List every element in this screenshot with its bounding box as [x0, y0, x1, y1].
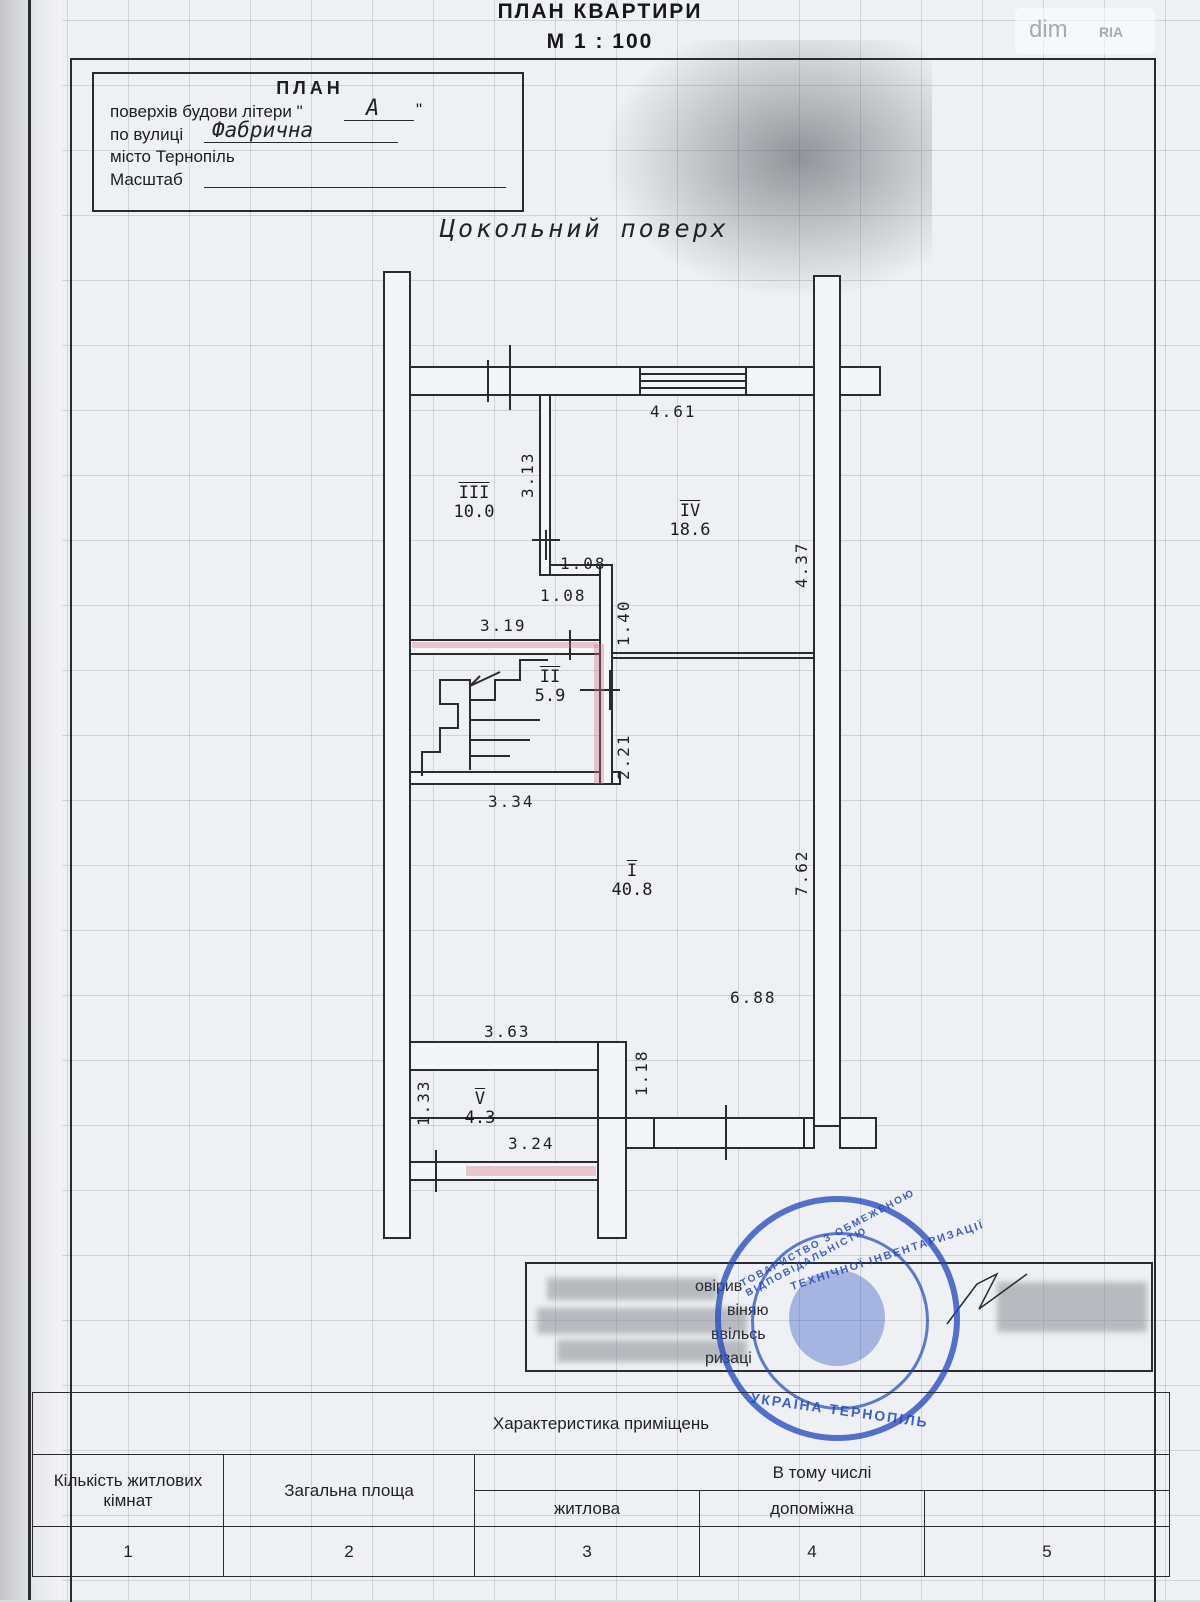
dim-corridor-height: 1.18: [632, 1049, 651, 1096]
stamp-line1-underline: [344, 120, 414, 121]
redacted-2: [537, 1308, 747, 1334]
lower-partition: [409, 1041, 625, 1071]
binder-edge: [0, 0, 62, 1600]
room-4-area: 18.6: [669, 520, 711, 540]
binder-spine: [28, 0, 31, 1600]
dim-stair-height: 2.21: [614, 733, 633, 780]
floor-title: Цокольний поверх: [440, 214, 729, 243]
room5-bottom-wall: [409, 1161, 599, 1181]
dim-stair-gap: 1.40: [614, 599, 633, 646]
room-1-area: 40.8: [611, 880, 653, 900]
col-incl: В тому числі: [474, 1454, 1170, 1491]
dim-room5-width: 3.24: [508, 1134, 555, 1153]
bottom-wall: [625, 1117, 815, 1149]
room-4-id: IV: [679, 501, 701, 521]
col-aux: допоміжна: [699, 1490, 925, 1527]
characteristics-table: Характеристика приміщень Кількість житло…: [32, 1392, 1170, 1577]
dim-room4-height: 4.37: [792, 541, 811, 588]
col-num-1: 1: [32, 1526, 224, 1577]
room-2-label: II 5.9: [528, 668, 572, 706]
room-1-label: I 40.8: [604, 862, 660, 900]
col-num-4: 4: [699, 1526, 925, 1577]
dim-step-lower: 1.08: [540, 586, 587, 605]
stamp-line2-label: по вулиці: [110, 125, 184, 144]
dim-step-upper: 1.08: [560, 554, 607, 573]
dim-room1-width: 6.88: [730, 988, 777, 1007]
dim-room1-height: 7.62: [792, 849, 811, 896]
corridor-wall: [597, 1041, 627, 1239]
signature-scribble: [946, 1272, 1028, 1325]
document-scale: М 1 : 100: [546, 30, 654, 53]
watermark-left: dim: [1029, 16, 1068, 43]
stamp-line2-value: Фабрична: [212, 118, 314, 142]
table-heading: Характеристика приміщень: [32, 1392, 1170, 1455]
stamp-line4-underline: [204, 187, 506, 188]
stamp-line4-label: Масштаб: [110, 170, 183, 189]
stair-steps: [421, 659, 548, 776]
drawing-frame: [70, 58, 1156, 1602]
room-2-area: 5.9: [534, 686, 566, 706]
left-outer-wall: [383, 271, 411, 1239]
title-stamp: ПЛАН поверхів будови літери " А " по вул…: [92, 72, 524, 212]
watermark-logo: dim RIA: [1015, 8, 1155, 54]
stamp-line3-label: місто Тернопіль: [110, 147, 235, 166]
room-4-label: IV 18.6: [662, 502, 718, 540]
right-outer-wall: [813, 275, 841, 1127]
stamp-heading: ПЛАН: [276, 78, 344, 98]
watermark-right: RIA: [1099, 24, 1124, 40]
room-5-id: V: [474, 1089, 486, 1109]
photo-shadow: [602, 40, 932, 300]
col-empty: [924, 1490, 1170, 1527]
redacted-1: [547, 1278, 717, 1300]
room-2-id: II: [539, 667, 561, 687]
col-num-3: 3: [474, 1526, 700, 1577]
dim-room5-height: 1.33: [414, 1079, 433, 1126]
top-right-ledge: [839, 366, 881, 396]
room-5-label: V 4.3: [458, 1090, 502, 1128]
dim-mid-width: 3.34: [488, 792, 535, 811]
document-title: ПЛАН КВАРТИРИ: [497, 0, 703, 23]
col-num-2: 2: [223, 1526, 475, 1577]
dim-stair-width: 3.19: [480, 616, 527, 635]
col-rooms: Кількість житлових кімнат: [32, 1454, 224, 1527]
col-living: житлова: [474, 1490, 700, 1527]
stamp-line1-value: А: [366, 96, 380, 121]
stamp-line2-underline: [204, 142, 398, 143]
room-3-label: III 10.0: [446, 484, 502, 522]
col-num-5: 5: [924, 1526, 1170, 1577]
stair-right-wall: [599, 564, 613, 785]
stamp-line1-end: ": [416, 100, 423, 119]
col-total: Загальна площа: [223, 1454, 475, 1527]
dim-lower-width: 3.63: [484, 1022, 531, 1041]
redacted-4: [997, 1282, 1147, 1332]
dim-room3-height: 3.13: [518, 451, 537, 498]
room-1-id: I: [626, 861, 638, 881]
room-5-area: 4.3: [464, 1108, 496, 1128]
dim-top-width: 4.61: [650, 402, 697, 421]
stamp-line1-label: поверхів будови літери ": [110, 102, 303, 121]
interior-outline: [409, 394, 815, 1119]
room-3-area: 10.0: [453, 502, 495, 522]
redacted-3: [557, 1340, 747, 1362]
room-3-id: III: [458, 483, 490, 503]
top-wall: [409, 366, 815, 396]
stair-bottom-wall: [409, 771, 621, 785]
bottom-right-ledge: [839, 1117, 877, 1149]
